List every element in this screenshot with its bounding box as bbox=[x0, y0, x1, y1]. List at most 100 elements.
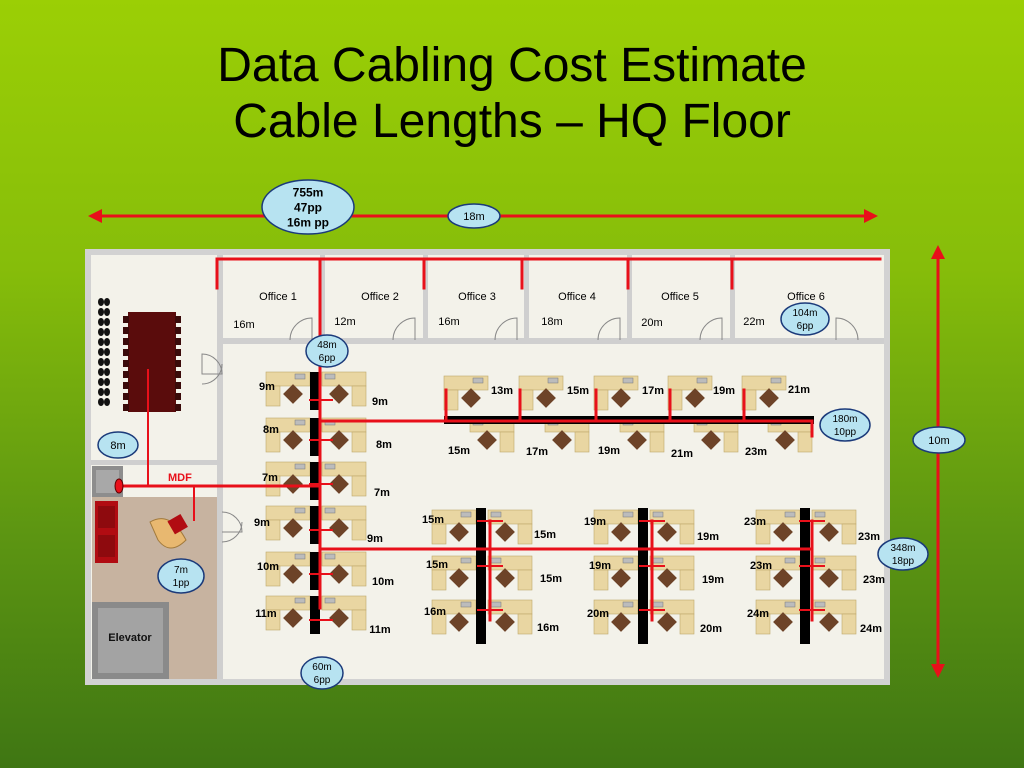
width-bubble-text: 18m bbox=[463, 211, 484, 223]
cubicle-cable-length: 21m bbox=[788, 384, 810, 396]
office-cable-length: 16m bbox=[233, 319, 254, 331]
seat-icon bbox=[98, 398, 104, 406]
monitor-icon bbox=[696, 377, 708, 384]
monitor-icon bbox=[784, 557, 796, 564]
west-corridor-wall bbox=[217, 255, 223, 679]
cubicle-cable-length: 10m bbox=[372, 576, 394, 588]
bottom-column-bubble-text: 6pp bbox=[314, 675, 331, 686]
mdf-label: MDF bbox=[168, 472, 192, 484]
chair-icon bbox=[773, 522, 793, 542]
office-partition bbox=[423, 255, 428, 340]
office-row-wall bbox=[222, 338, 884, 344]
chair-icon bbox=[175, 382, 181, 389]
cubicle-return bbox=[593, 523, 609, 545]
cubicle-return bbox=[499, 431, 515, 453]
cubicle-return bbox=[679, 523, 695, 545]
cubicle-return bbox=[265, 519, 281, 541]
reception-chair bbox=[167, 513, 188, 535]
chair-icon bbox=[175, 338, 181, 345]
chair-icon bbox=[773, 568, 793, 588]
door-office-4 bbox=[597, 317, 621, 341]
cubicle-return bbox=[841, 613, 857, 635]
cubicle-cable-length: 24m bbox=[747, 608, 769, 620]
cubicle-cable-length: 9m bbox=[254, 517, 270, 529]
cubicle-return bbox=[841, 523, 857, 545]
cubicle-cable-length: 9m bbox=[372, 396, 388, 408]
seat-icon bbox=[98, 308, 104, 316]
monitor-icon bbox=[814, 511, 826, 518]
cubicle-return bbox=[797, 431, 813, 453]
cubicle-cable-length: 15m bbox=[540, 573, 562, 585]
chair-icon bbox=[449, 568, 469, 588]
top-row-bubble-text: 180m bbox=[832, 414, 857, 425]
cubicle-cable-length: 17m bbox=[642, 385, 664, 397]
office-name: Office 4 bbox=[558, 291, 596, 303]
conference-table-top bbox=[128, 312, 176, 412]
seat-icon bbox=[98, 358, 104, 366]
chair-icon bbox=[495, 568, 515, 588]
reception-furniture bbox=[95, 501, 188, 563]
chair-icon bbox=[123, 338, 129, 345]
cubicle-return bbox=[517, 569, 533, 591]
cubicle-return bbox=[517, 613, 533, 635]
left-column-bubble-shape bbox=[305, 334, 349, 368]
chair-icon bbox=[819, 568, 839, 588]
cubicle-cable-length: 19m bbox=[584, 516, 606, 528]
reception-bubble-text: 7m bbox=[174, 565, 188, 576]
cubicle-cable-length: 9m bbox=[259, 381, 275, 393]
offices-bubble-shape bbox=[780, 302, 830, 336]
doors bbox=[201, 317, 859, 543]
height-bubble-shape bbox=[912, 426, 966, 454]
chair-icon bbox=[283, 474, 303, 494]
cubicle-return bbox=[351, 609, 367, 631]
monitor-icon bbox=[324, 373, 336, 380]
cubicle-partition bbox=[310, 462, 320, 500]
monitor-icon bbox=[622, 511, 634, 518]
cubicle-cable-length: 15m bbox=[534, 529, 556, 541]
title-line-1: Data Cabling Cost Estimate bbox=[217, 39, 807, 92]
chair-icon bbox=[329, 430, 349, 450]
monitor-icon bbox=[294, 507, 306, 514]
chair-icon bbox=[175, 360, 181, 367]
arrow-up-icon bbox=[931, 245, 945, 259]
mdf-patch-panel-icon bbox=[114, 478, 124, 494]
monitor-icon bbox=[460, 511, 472, 518]
cubicle-cable-length: 11m bbox=[369, 624, 391, 636]
chair-icon bbox=[611, 522, 631, 542]
door-office-1 bbox=[289, 317, 313, 341]
chair-icon bbox=[283, 430, 303, 450]
cubicle-return bbox=[431, 523, 447, 545]
total-summary-bubble-text: 16m pp bbox=[287, 215, 329, 229]
seat-icon bbox=[98, 298, 104, 306]
chair-icon bbox=[283, 518, 303, 538]
monitor-icon bbox=[472, 377, 484, 384]
chair-icon bbox=[123, 349, 129, 356]
cubicle-cable-length: 24m bbox=[860, 623, 882, 635]
cubicle-return bbox=[755, 569, 771, 591]
floor-area bbox=[91, 255, 884, 679]
cubicle-return bbox=[649, 431, 665, 453]
door-office-5 bbox=[699, 317, 723, 341]
cubicle-cable-length: 15m bbox=[422, 514, 444, 526]
monitor-icon bbox=[460, 557, 472, 564]
chair-icon bbox=[536, 388, 556, 408]
cubicle-cable-length: 8m bbox=[263, 424, 279, 436]
chair-icon bbox=[175, 327, 181, 334]
chair-icon bbox=[175, 393, 181, 400]
cubicle-cable-length: 17m bbox=[526, 446, 548, 458]
office-name: Office 1 bbox=[259, 291, 297, 303]
width-bubble: 18m bbox=[447, 203, 501, 229]
monitor-icon bbox=[622, 377, 634, 384]
chair-icon bbox=[657, 522, 677, 542]
cubicle-cable-length: 19m bbox=[697, 531, 719, 543]
cubicle-return bbox=[265, 609, 281, 631]
height-bubble-text: 10m bbox=[928, 435, 949, 447]
cubicle-return bbox=[679, 569, 695, 591]
chair-icon bbox=[123, 382, 129, 389]
seat-icon bbox=[104, 398, 110, 406]
cubicle-cable-length: 9m bbox=[367, 533, 383, 545]
